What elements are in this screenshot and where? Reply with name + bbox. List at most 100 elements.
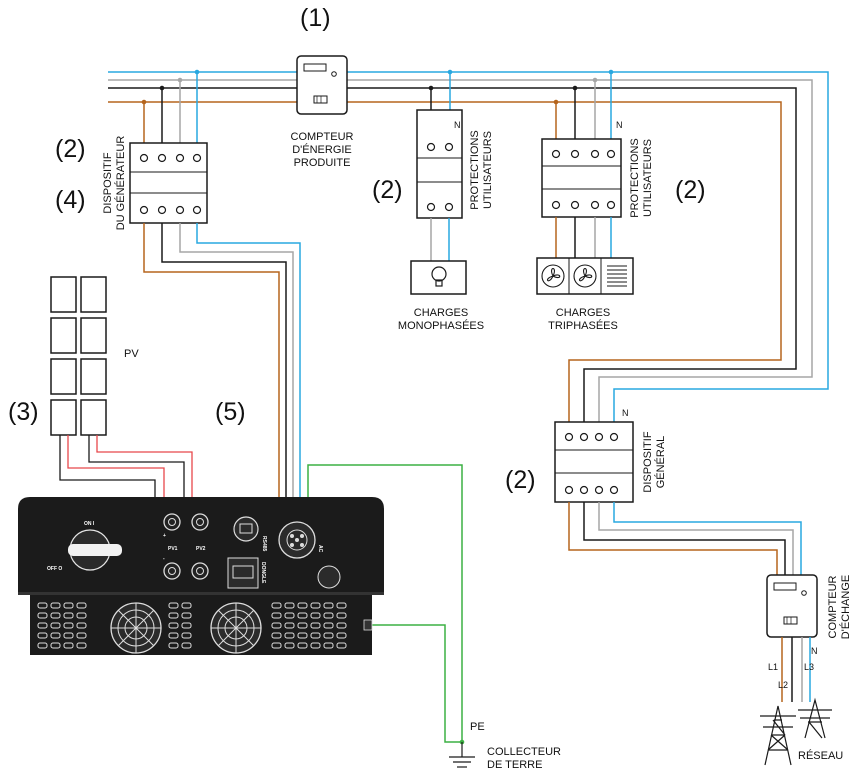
- exchange-meter: [766, 574, 818, 638]
- loads-tri-label: CHARGES TRIPHASÉES: [548, 307, 618, 332]
- pv2-label: PV2: [196, 546, 206, 552]
- earth-terminal: [363, 619, 373, 631]
- rs485-label: RS485: [261, 536, 267, 552]
- pv-label: PV: [124, 348, 139, 360]
- svg-text:GÉNÉRAL: GÉNÉRAL: [654, 436, 667, 489]
- pv-array: [50, 276, 107, 436]
- pv1-label: PV1: [168, 546, 178, 552]
- pv1-plus-sign: +: [163, 533, 166, 539]
- l2-label: L2: [778, 680, 788, 690]
- svg-text:D'ÉNERGIE: D'ÉNERGIE: [292, 143, 352, 156]
- svg-text:PRODUITE: PRODUITE: [294, 157, 351, 169]
- label-n2-generator: (2): [55, 135, 86, 163]
- pv1-minus-sign: -: [163, 556, 165, 562]
- pv2-plus-connector[interactable]: [191, 513, 209, 531]
- production-meter: [296, 55, 348, 115]
- svg-text:DISPOSITIF: DISPOSITIF: [642, 431, 654, 492]
- svg-text:PROTECTIONS: PROTECTIONS: [469, 130, 481, 209]
- bus-grey-line: [108, 79, 813, 424]
- bus-blue-line: [108, 71, 829, 424]
- label-n5: (5): [215, 398, 246, 426]
- svg-text:DISPOSITIF: DISPOSITIF: [102, 152, 114, 213]
- svg-text:COMPTEUR: COMPTEUR: [291, 131, 354, 143]
- heater-icon: [607, 265, 627, 287]
- power-pylon-icon: [760, 697, 832, 766]
- ground-icon: [449, 742, 475, 768]
- l1-label: L1: [768, 662, 778, 672]
- mono-protection-device: [416, 109, 463, 219]
- general-device-label: DISPOSITIF GÉNÉRAL: [642, 431, 667, 492]
- ethernet-port-icon[interactable]: [233, 516, 259, 542]
- vent-grille-left: [37, 602, 87, 649]
- bus-black-line: [108, 87, 797, 424]
- ac-connector[interactable]: [278, 521, 316, 559]
- label-n3: (3): [8, 398, 39, 426]
- dc-switch[interactable]: [68, 529, 122, 571]
- inverter: ON I OFF O + - PV1 PV2 RS485 DONGLE: [18, 497, 384, 655]
- loads-mono-label: CHARGES MONOPHASÉES: [398, 307, 484, 332]
- pv2-minus-connector[interactable]: [191, 562, 209, 580]
- vent-grille-middle: [168, 602, 192, 649]
- ac-cable: [143, 223, 301, 523]
- bulb-load-box: [410, 260, 467, 295]
- svg-text:UTILISATEURS: UTILISATEURS: [642, 139, 654, 217]
- tri-protection-device: [541, 138, 622, 218]
- label-n2-general: (2): [505, 466, 536, 494]
- svg-text:DE TERRE: DE TERRE: [487, 759, 542, 771]
- tri-load-wires: [555, 217, 612, 260]
- general-device: [554, 421, 634, 503]
- fan-icon: [573, 264, 597, 288]
- svg-text:CHARGES: CHARGES: [556, 307, 610, 319]
- label-n2-mono: (2): [372, 176, 403, 204]
- vent-grille-right: [271, 602, 347, 649]
- svg-text:COMPTEUR: COMPTEUR: [827, 575, 839, 638]
- neutral-label-mono: N: [454, 120, 461, 130]
- fan-icon: [541, 264, 565, 288]
- svg-text:D'ÉCHANGE: D'ÉCHANGE: [839, 575, 852, 639]
- svg-text:DU GÉNÉRATEUR: DU GÉNÉRATEUR: [114, 136, 127, 231]
- dongle-port[interactable]: [227, 557, 259, 589]
- neutral-label-grid: N: [811, 646, 818, 656]
- neutral-label-tri: N: [616, 120, 623, 130]
- svg-text:TRIPHASÉES: TRIPHASÉES: [548, 319, 618, 332]
- svg-text:COLLECTEUR: COLLECTEUR: [487, 746, 561, 758]
- tri-drops: [555, 72, 612, 140]
- generator-device-label: DISPOSITIF DU GÉNÉRATEUR: [102, 136, 127, 231]
- generator-device: [129, 142, 208, 224]
- fan-icon: [110, 602, 162, 654]
- pv1-plus-connector[interactable]: [163, 513, 181, 531]
- earth-wires: [307, 464, 463, 743]
- pe-label: PE: [470, 721, 485, 733]
- label-n1: (1): [300, 4, 331, 32]
- main-bus: [108, 71, 829, 424]
- l3-label: L3: [804, 662, 814, 672]
- switch-on-label: ON I: [84, 521, 95, 527]
- dongle-label: DONGLE: [260, 562, 266, 584]
- switch-off-label: OFF O: [47, 566, 62, 572]
- label-n2-tri: (2): [675, 176, 706, 204]
- svg-text:MONOPHASÉES: MONOPHASÉES: [398, 319, 484, 332]
- meter-produced-label: COMPTEUR D'ÉNERGIE PRODUITE: [291, 131, 354, 169]
- fan-icon: [210, 602, 262, 654]
- exchange-meter-label: COMPTEUR D'ÉCHANGE: [827, 575, 852, 639]
- blank-plug: [317, 565, 341, 589]
- tri-load-box: [536, 257, 634, 295]
- svg-text:PROTECTIONS: PROTECTIONS: [629, 138, 641, 217]
- pv1-minus-connector[interactable]: [163, 562, 181, 580]
- mono-load-wires: [430, 218, 450, 262]
- grid-wires: [781, 637, 811, 702]
- grid-label: RÉSEAU: [798, 749, 843, 762]
- junction-dots: [141, 69, 614, 105]
- label-n4: (4): [55, 186, 86, 214]
- svg-text:UTILISATEURS: UTILISATEURS: [482, 131, 494, 209]
- generator-drops: [143, 72, 198, 146]
- svg-text:CHARGES: CHARGES: [414, 307, 468, 319]
- neutral-label-general: N: [622, 408, 629, 418]
- user-protection-tri-label: PROTECTIONS UTILISATEURS: [629, 138, 654, 217]
- mono-drops: [430, 72, 451, 112]
- grid-feeder: [568, 502, 802, 577]
- lightbulb-icon: [431, 266, 447, 287]
- ac-label: AC: [317, 545, 323, 553]
- user-protection-mono-label: PROTECTIONS UTILISATEURS: [469, 130, 494, 209]
